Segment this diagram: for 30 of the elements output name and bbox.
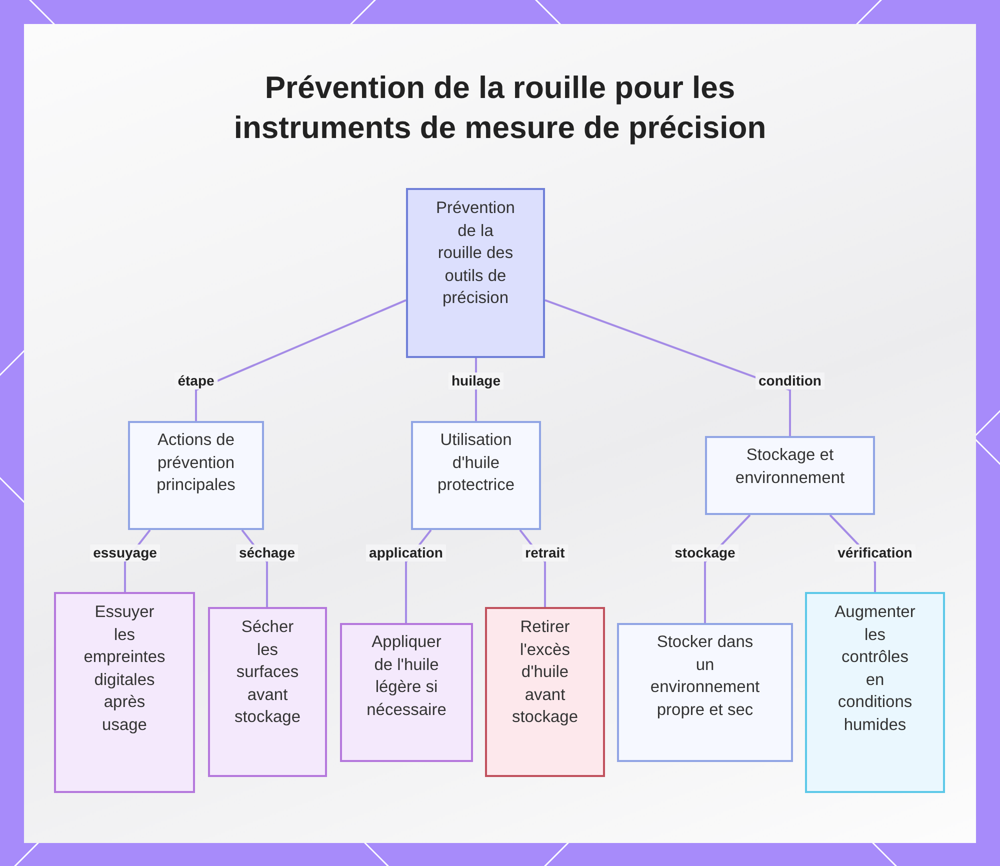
edge-label: condition	[756, 372, 824, 390]
category-box	[128, 421, 264, 530]
node-text: Retirer l'excès d'huile avant stockage	[510, 617, 580, 728]
connector-line	[544, 299, 791, 436]
node-text: Utilisation d'huile protectrice	[436, 430, 516, 496]
node-text: Stocker dans un environnement propre et sec	[649, 632, 761, 720]
node-text: Sécher les surfaces avant stockage	[233, 617, 302, 728]
edge-label: huilage	[448, 372, 504, 390]
node-text: Actions de prévention principales	[156, 430, 236, 496]
connector-line	[195, 299, 406, 421]
action-box	[485, 607, 605, 777]
edge-label: stockage	[672, 544, 738, 562]
action-box	[54, 592, 195, 793]
action-box	[617, 623, 793, 762]
node-text: Essuyer les empreintes digitales après usage	[84, 602, 166, 736]
edge-label: application	[366, 544, 446, 562]
action-box	[340, 623, 473, 762]
action-box	[208, 607, 327, 777]
node-text: Appliquer de l'huile légère si nécessaire	[366, 632, 448, 720]
edge-label: retrait	[522, 544, 568, 562]
node-text: Stockage et environnement	[734, 445, 846, 488]
category-box	[411, 421, 541, 530]
edge-label: essuyage	[90, 544, 160, 562]
title: Prévention de la rouille pour les instruments de mesure de précision	[232, 69, 768, 147]
node-text: Augmenter les contrôles en conditions humides	[834, 602, 916, 736]
action-box	[805, 592, 945, 793]
category-box	[705, 436, 875, 515]
topic-box	[406, 188, 545, 358]
edge-label: séchage	[236, 544, 298, 562]
node-text: Prévention de la rouille des outils de précision	[435, 198, 516, 309]
